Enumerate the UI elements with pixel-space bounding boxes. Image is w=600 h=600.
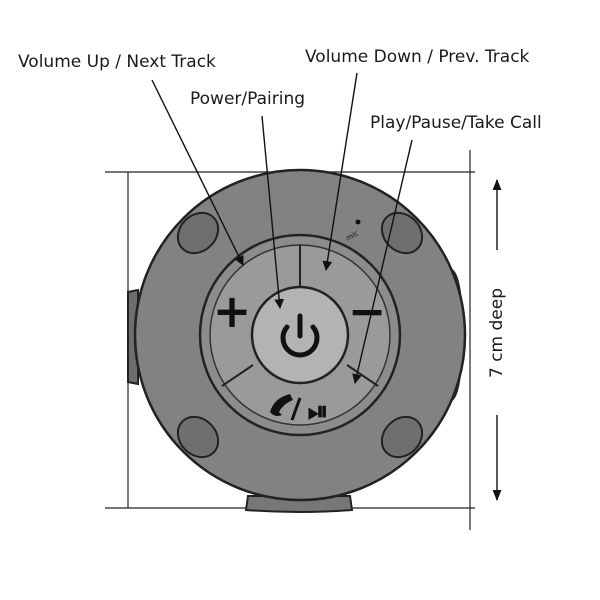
label-volume-up: Volume Up / Next Track bbox=[18, 52, 216, 72]
play-pause-icon: ⏯ bbox=[308, 397, 329, 427]
bottom-tab bbox=[244, 495, 354, 513]
play-pause-call-button[interactable]: ⏯ bbox=[270, 394, 328, 427]
label-volume-down: Volume Down / Prev. Track bbox=[305, 47, 530, 67]
depth-label: 7 cm deep bbox=[487, 288, 507, 378]
volume-up-button[interactable]: + bbox=[213, 284, 252, 338]
phone-icon bbox=[270, 394, 293, 416]
arrow-power bbox=[261, 115, 285, 309]
plus-icon: + bbox=[213, 284, 252, 338]
arrow-play bbox=[352, 139, 413, 384]
corner-bumps bbox=[176, 211, 424, 459]
power-icon bbox=[280, 313, 320, 358]
leader-arrows bbox=[151, 72, 413, 384]
label-play: Play/Pause/Take Call bbox=[370, 113, 542, 133]
arrow-volume-down bbox=[322, 72, 358, 271]
arrow-volume-up bbox=[151, 79, 244, 266]
label-power: Power/Pairing bbox=[190, 89, 305, 109]
mic-hole-icon bbox=[355, 219, 361, 225]
segment-dividers bbox=[221, 245, 379, 387]
